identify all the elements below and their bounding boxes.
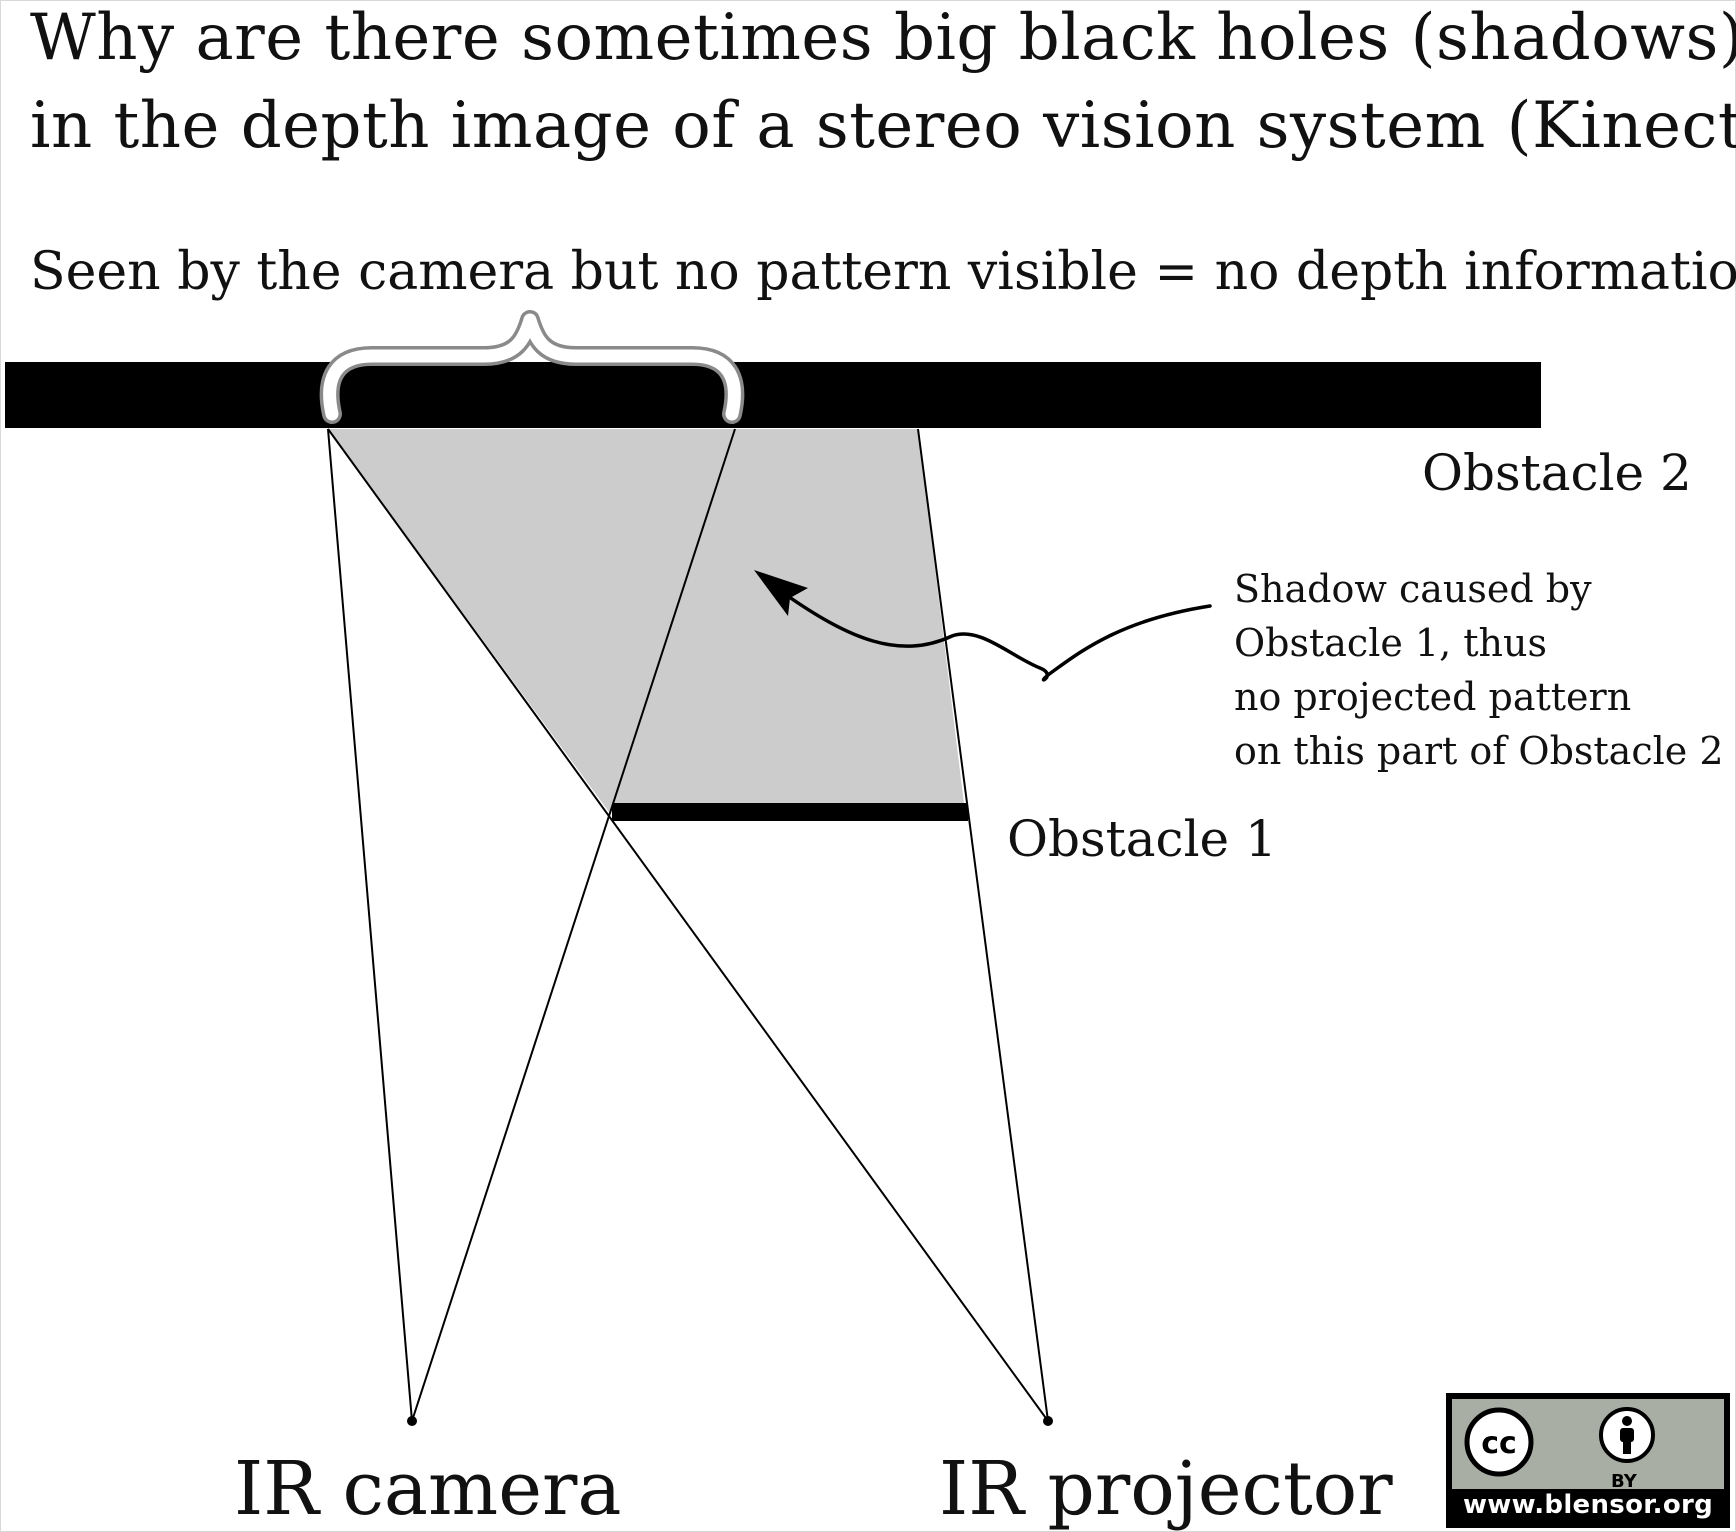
badge-top-panel: cc BY	[1452, 1399, 1724, 1492]
annotation-arrowhead	[754, 570, 808, 616]
annotation-line: Obstacle 1, thus	[1234, 621, 1547, 665]
blensor-url-link[interactable]: www.blensor.org	[1462, 1490, 1714, 1520]
projector-ray-right	[917, 428, 1049, 1422]
attribution-person-icon	[1599, 1407, 1655, 1463]
svg-text:cc: cc	[1481, 1426, 1517, 1461]
obstacle-1-label: Obstacle 1	[1007, 810, 1277, 868]
title-line-2: in the depth image of a stereo vision sy…	[30, 89, 1736, 163]
annotation-line: no projected pattern	[1234, 675, 1632, 719]
camera-ray-right	[411, 428, 736, 1422]
ir-camera-point	[407, 1416, 417, 1426]
by-label: BY	[1611, 1471, 1637, 1492]
obstacle-1-bar	[612, 803, 968, 821]
annotation-line: on this part of Obstacle 2	[1234, 729, 1724, 773]
projector-shadow-region	[609, 429, 965, 812]
camera-shadow-region	[328, 429, 735, 812]
title-line-1: Why are there sometimes big black holes …	[30, 1, 1736, 75]
annotation-line: Shadow caused by	[1234, 567, 1592, 611]
camera-ray-left	[327, 428, 413, 1422]
creative-commons-icon: cc	[1464, 1407, 1534, 1477]
projector-ray-left	[327, 428, 1049, 1422]
brace-inner	[323, 313, 741, 421]
ir-camera-label: IR camera	[234, 1446, 622, 1532]
obstacle-2-bar	[5, 362, 1541, 428]
ir-projector-label: IR projector	[939, 1446, 1393, 1532]
cc-by-license-badge[interactable]: cc BY www.blensor.org	[1446, 1393, 1730, 1528]
obstacle-2-label: Obstacle 2	[1422, 444, 1692, 502]
annotation-arrow-curve	[780, 590, 1212, 682]
caption-no-depth: Seen by the camera but no pattern visibl…	[30, 242, 1736, 302]
shadow-annotation: Shadow caused by Obstacle 1, thus no pro…	[1234, 562, 1724, 778]
ir-projector-point	[1043, 1416, 1053, 1426]
